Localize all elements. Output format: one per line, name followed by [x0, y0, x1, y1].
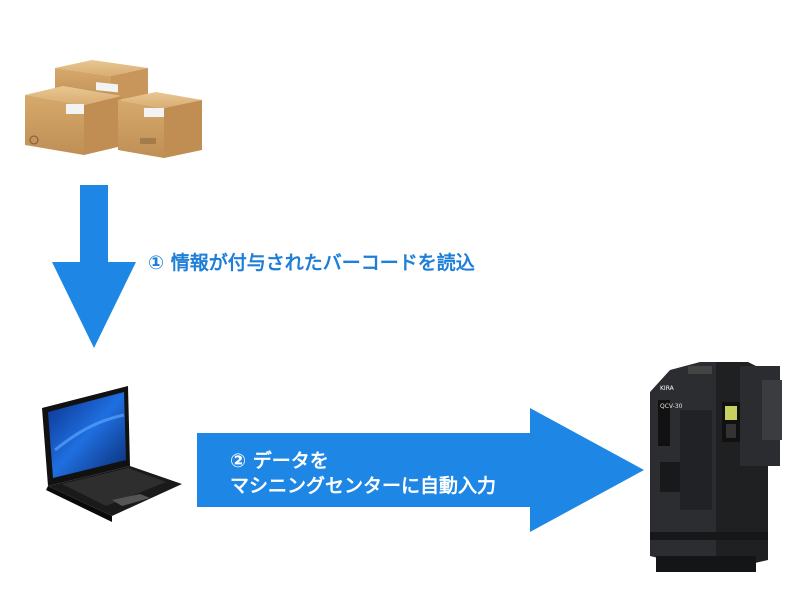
down-arrow [52, 185, 136, 348]
right-arrow [197, 408, 644, 532]
step2-title: ② データを [230, 450, 329, 472]
machine-brand-label: KIRA [660, 385, 675, 392]
machine-model-label: QCV-30 [660, 403, 683, 410]
step1-label: ① 情報が付与されたバーコードを読込 [148, 252, 475, 274]
cardboard-boxes-icon [25, 60, 202, 158]
machining-center-icon: KIRA QCV-30 [650, 362, 782, 572]
laptop-icon [42, 386, 182, 522]
step2-body: マシニングセンターに自動入力 [230, 475, 497, 497]
